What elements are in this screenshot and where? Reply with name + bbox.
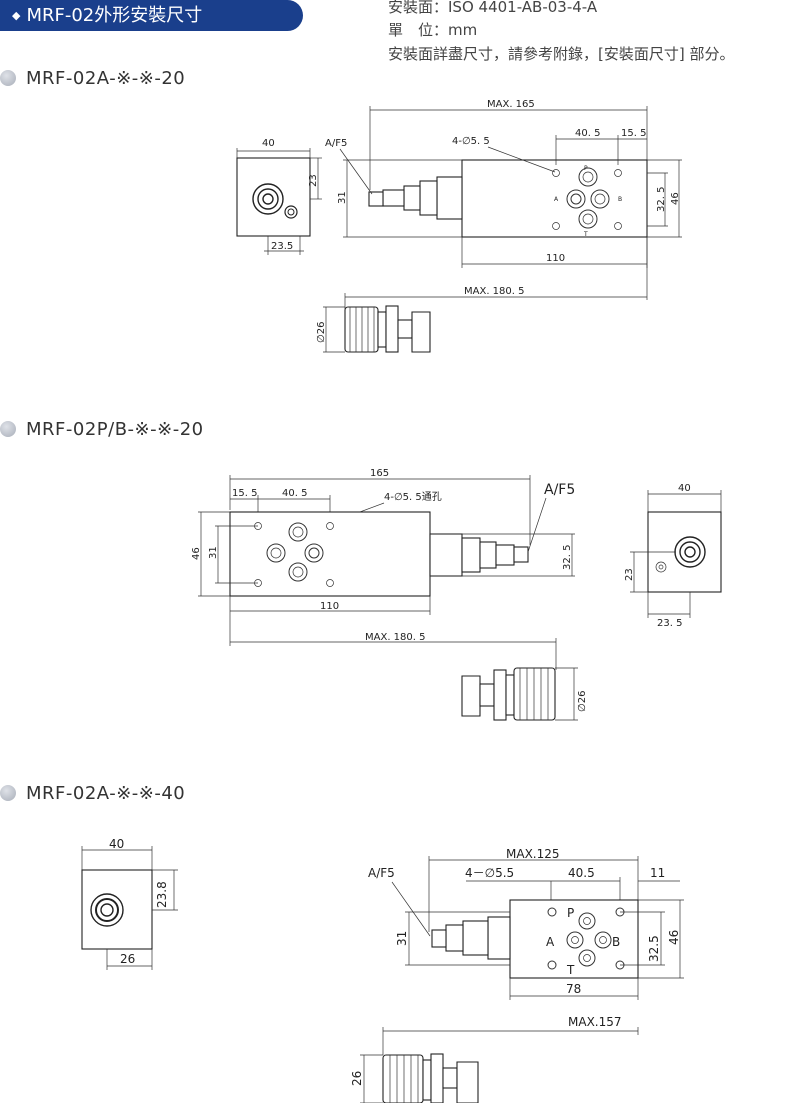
s1-dim-40-5: 40. 5 (575, 128, 600, 139)
s1-port-a: A (554, 196, 559, 203)
s2-dim-32-5: 32. 5 (562, 545, 573, 570)
s3-dim-46: 46 (667, 930, 681, 945)
s3-dim-11: 11 (650, 866, 665, 880)
s3-side-view: MAX.125 A/F5 4－∅5.5 40.5 11 P A B T 31 3… (368, 847, 684, 1000)
s1-dim-15-5: 15. 5 (621, 128, 646, 139)
s1-dim-max180-5: MAX. 180. 5 (464, 286, 524, 297)
s1-dim-31: 31 (337, 191, 348, 204)
s1-dim-dia26: ∅26 (316, 322, 327, 343)
s2-dim-max180-5: MAX. 180. 5 (365, 632, 425, 643)
section-title-1: MRF-02A-※-※-20 (0, 68, 185, 89)
s1-dim-32-5: 32. 5 (656, 187, 667, 212)
s1-side-view: MAX. 165 110 A/F5 31 4-∅5. 5 40. 5 15. 5… (325, 99, 682, 300)
s1-port-t: T (583, 231, 588, 238)
s1-dim-23: 23 (308, 174, 319, 187)
s3-dim-23-8: 23.8 (155, 881, 169, 908)
s3-dim-31: 31 (395, 931, 409, 946)
s2-dim-23: 23 (624, 568, 635, 581)
s3-knob-view: MAX.157 26 (350, 1015, 639, 1103)
s3-dim-max157: MAX.157 (568, 1015, 622, 1029)
s1-port-p: P (584, 165, 588, 172)
s3-dim-40: 40 (109, 837, 124, 851)
s2-dim-110: 110 (320, 601, 339, 612)
s2-dim-15-5: 15. 5 (232, 488, 257, 499)
s2-dim-23-5: 23. 5 (657, 618, 682, 629)
spec-unit: 單 位：mm (388, 21, 478, 39)
s3-end-view: 40 23.8 26 (81, 837, 178, 970)
s1-knob-view: MAX. 180. 5 ∅26 (316, 286, 647, 353)
page-title: MRF-02外形安裝尺寸 (26, 5, 203, 26)
s3-dim-40-5: 40.5 (568, 866, 595, 880)
s1-port-b: B (618, 196, 622, 203)
s3-dim-max125: MAX.125 (506, 847, 560, 861)
s3-dim-26: 26 (120, 952, 135, 966)
s3-label-af5: A/F5 (368, 866, 395, 880)
s2-end-view: 40 23 23. 5 (624, 483, 722, 629)
s1-dim-46: 46 (670, 192, 681, 205)
s2-knob-view: MAX. 180. 5 ∅26 (229, 615, 588, 721)
section-bullet-icon (0, 70, 16, 86)
s3-dim-78: 78 (566, 982, 581, 996)
s2-dim-31: 31 (208, 546, 219, 559)
s2-side-view: 165 15. 5 40. 5 4-∅5. 5通孔 46 31 110 A/F5… (191, 468, 575, 615)
s2-dim-40: 40 (678, 483, 691, 494)
s3-dim-26b: 26 (350, 1071, 364, 1086)
s3-port-b: B (612, 935, 620, 949)
s2-label-af5: A/F5 (544, 482, 575, 498)
s1-dim-110: 110 (546, 253, 565, 264)
s3-label-holes: 4－∅5.5 (465, 866, 514, 880)
diamond-bullet-icon: ◆ (12, 9, 21, 22)
spec-note: 安裝面詳盡尺寸，請參考附錄，[安裝面尺寸] 部分。 (388, 45, 735, 63)
section-title-2: MRF-02P/B-※-※-20 (0, 419, 204, 440)
s2-dim-165: 165 (370, 468, 389, 479)
s3-dim-32-5: 32.5 (647, 935, 661, 962)
s1-label-af5: A/F5 (325, 138, 347, 149)
s1-dim-23-5: 23.5 (271, 241, 293, 252)
section-title-3: MRF-02A-※-※-40 (0, 783, 185, 804)
s1-dim-max165: MAX. 165 (487, 99, 535, 110)
section-bullet-icon (0, 785, 16, 801)
s3-port-t: T (566, 963, 575, 977)
s2-dim-dia26: ∅26 (577, 691, 588, 712)
s2-dim-46: 46 (191, 547, 202, 560)
page-header-pill: ◆ MRF-02外形安裝尺寸 (0, 0, 303, 31)
s3-port-p: P (567, 906, 574, 920)
s1-end-view: 40 23 23.5 (236, 138, 322, 255)
s2-dim-40-5: 40. 5 (282, 488, 307, 499)
s3-port-a: A (546, 935, 555, 949)
s1-label-holes: 4-∅5. 5 (452, 136, 490, 147)
section-bullet-icon (0, 421, 16, 437)
spec-mounting-surface: 安裝面：ISO 4401-AB-03-4-A (388, 0, 598, 16)
s1-dim-40: 40 (262, 138, 275, 149)
s2-label-holes: 4-∅5. 5通孔 (384, 491, 442, 503)
